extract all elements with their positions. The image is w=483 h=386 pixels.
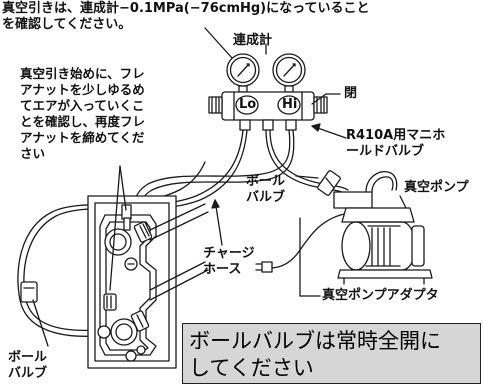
ball-valve-middle-label: ボール バルブ — [246, 174, 286, 205]
gauge-label: 連成計 — [233, 33, 273, 48]
ball-valve-middle — [317, 170, 341, 196]
ball-valve-left — [20, 281, 49, 347]
manifold-gauge-set — [208, 53, 328, 131]
closed-pointer — [311, 93, 341, 105]
manifold-valve-label: R410A用マニホ ールドバルブ — [346, 128, 446, 159]
flare-nut-note: 真空引き始めに、フレ アナットを少しゆるめ てエアが入っていくこ とを確認し、再… — [20, 66, 146, 161]
ball-valve-left-label: ボール バルブ — [8, 350, 48, 381]
manifold-arrow-head — [311, 123, 321, 132]
gauge-pointer — [204, 27, 233, 59]
gauge-hi-label: Hi — [282, 97, 298, 112]
service-valve-lower — [97, 293, 150, 362]
ball-valve-mid-pointer — [295, 175, 319, 179]
closed-label: 閉 — [344, 86, 358, 101]
flare-pointer-lower — [109, 165, 121, 291]
top-instruction: 真空引きは、連成計−0.1MPa(−76cmHg)になっていること を確認してく… — [2, 1, 370, 32]
flare-pointer-upper — [119, 165, 127, 211]
pump-adapter-label: 真空ポンプアダプタ — [322, 288, 439, 303]
vacuum-pump-pointer — [399, 195, 407, 209]
note-text: ボールバルブは常時全開に してください — [189, 329, 441, 380]
vacuum-pump — [255, 171, 433, 285]
note-box: ボールバルブは常時全開に してください — [182, 323, 481, 384]
vacuum-pump-label: 真空ポンプ — [404, 180, 469, 195]
charge-hose-arrowhead — [211, 199, 220, 209]
charge-hose-label: チャージ ホース — [203, 246, 255, 277]
service-valve-upper — [104, 204, 153, 271]
gauge-lo-label: Lo — [239, 97, 257, 112]
